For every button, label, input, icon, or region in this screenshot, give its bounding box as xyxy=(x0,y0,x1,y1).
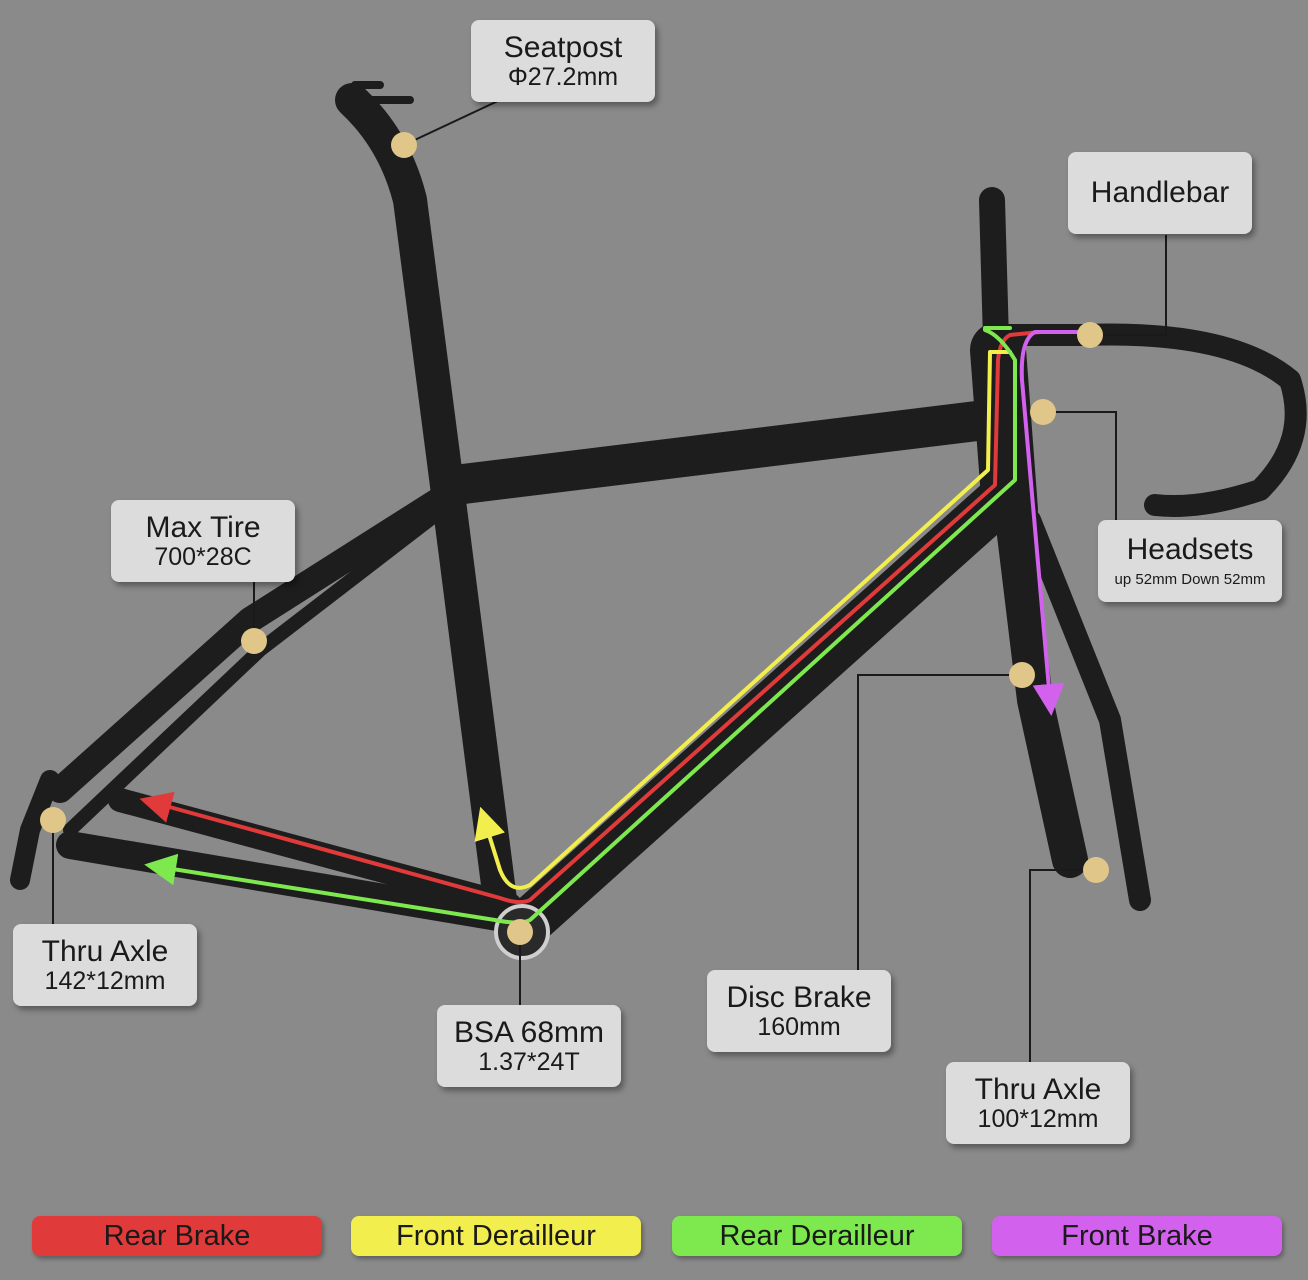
head-tube xyxy=(970,322,1038,538)
legend-front-brake: Front Brake xyxy=(992,1216,1282,1256)
cable-routes xyxy=(139,326,1087,925)
leader-seatpost xyxy=(403,99,501,146)
legend-front-derailleur: Front Derailleur xyxy=(351,1216,641,1256)
seatpost-clamp xyxy=(341,81,414,104)
seat-stay xyxy=(47,477,468,803)
callout-seatpost-sub: Φ27.2mm xyxy=(507,62,619,91)
marker-seatpost xyxy=(391,132,417,158)
callout-disc-brake: Disc Brake 160mm xyxy=(707,970,891,1052)
callout-thru-axle-rear: Thru Axle 142*12mm xyxy=(13,924,197,1006)
legend-rear-brake: Rear Brake xyxy=(32,1216,322,1256)
marker-bsa xyxy=(507,919,533,945)
callout-seatpost: Seatpost Φ27.2mm xyxy=(471,20,655,102)
legend-rear-brake-label: Rear Brake xyxy=(103,1219,251,1252)
rear-dropout xyxy=(10,770,60,890)
legend-rear-derailleur: Rear Derailleur xyxy=(672,1216,962,1256)
fork-blade xyxy=(1019,509,1151,911)
top-tube xyxy=(435,400,1005,505)
callout-headsets-title: Headsets xyxy=(1126,533,1254,567)
callout-bsa-title: BSA 68mm xyxy=(453,1016,605,1050)
callout-thru-axle-rear-sub: 142*12mm xyxy=(44,966,166,995)
marker-handlebar xyxy=(1077,322,1103,348)
callout-handlebar-title: Handlebar xyxy=(1090,176,1230,210)
handlebar-drop xyxy=(1074,323,1307,517)
legend-front-brake-label: Front Brake xyxy=(1061,1219,1213,1252)
callout-thru-axle-front-title: Thru Axle xyxy=(974,1073,1102,1107)
route-rear-derailleur xyxy=(144,326,1017,925)
callout-disc-brake-sub: 160mm xyxy=(757,1012,841,1041)
callout-bsa-sub: 1.37*24T xyxy=(478,1047,580,1076)
legend-rear-derailleur-label: Rear Derailleur xyxy=(719,1219,915,1252)
marker-disc-brake xyxy=(1009,662,1035,688)
leader-disc-brake xyxy=(857,674,1022,970)
callout-max-tire-sub: 700*28C xyxy=(154,542,252,571)
leader-thru-axle-front xyxy=(1029,869,1096,1062)
marker-max-tire xyxy=(241,628,267,654)
chain-stay-lower xyxy=(56,831,529,934)
leader-lines xyxy=(52,99,1167,1062)
markers xyxy=(40,132,1109,945)
callout-disc-brake-title: Disc Brake xyxy=(726,981,872,1015)
marker-thru-axle-front xyxy=(1083,857,1109,883)
callout-handlebar: Handlebar xyxy=(1068,152,1252,234)
callout-seatpost-title: Seatpost xyxy=(503,31,623,65)
callout-max-tire-title: Max Tire xyxy=(145,511,261,545)
callout-thru-axle-rear-title: Thru Axle xyxy=(41,935,169,969)
chain-stay-upper xyxy=(108,788,522,917)
callout-bsa: BSA 68mm 1.37*24T xyxy=(437,1005,621,1087)
leader-handlebar xyxy=(1090,235,1167,336)
callout-headsets-sub: up 52mm Down 52mm xyxy=(1114,570,1266,588)
route-rear-brake xyxy=(139,330,1042,905)
marker-headsets xyxy=(1030,399,1056,425)
marker-thru-axle-rear xyxy=(40,807,66,833)
leader-headsets xyxy=(1043,411,1117,520)
callout-thru-axle-front-sub: 100*12mm xyxy=(977,1104,1099,1133)
route-front-brake xyxy=(1019,330,1087,716)
legend-front-derailleur-label: Front Derailleur xyxy=(396,1219,596,1252)
route-front-derailleur xyxy=(474,350,1012,890)
seat-tube xyxy=(335,83,517,917)
callout-thru-axle-front: Thru Axle 100*12mm xyxy=(946,1062,1130,1144)
callout-max-tire: Max Tire 700*28C xyxy=(111,500,295,582)
steerer xyxy=(979,187,1009,353)
callout-headsets: Headsets up 52mm Down 52mm xyxy=(1098,520,1282,602)
